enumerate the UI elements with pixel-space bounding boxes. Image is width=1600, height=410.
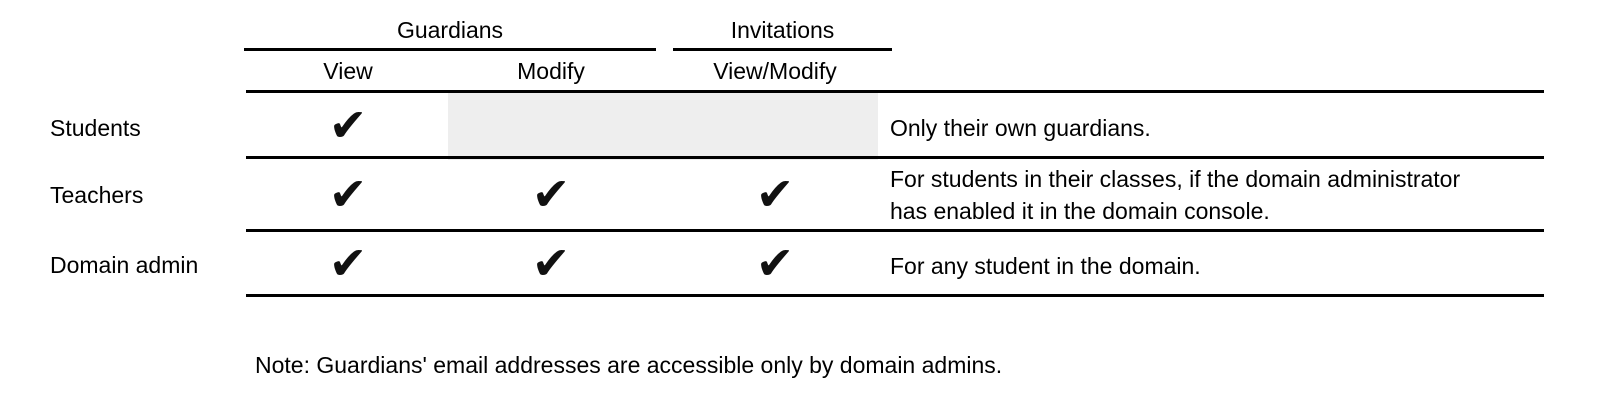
guardians-group-underline bbox=[244, 48, 656, 51]
column-group-invitations: Invitations bbox=[730, 17, 835, 43]
check-icon: ✔ bbox=[328, 236, 368, 290]
note-teachers: For students in their classes, if the do… bbox=[890, 166, 1461, 224]
header-divider-rule bbox=[246, 90, 1544, 93]
check-icon: ✔ bbox=[328, 167, 368, 221]
column-group-guardians: Guardians bbox=[396, 17, 504, 43]
domain-admin-row-divider-rule bbox=[246, 294, 1544, 297]
note-students: Only their own guardians. bbox=[890, 115, 1151, 141]
row-label-teachers: Teachers bbox=[50, 182, 144, 208]
footnote: Note: Guardians' email addresses are acc… bbox=[255, 352, 1003, 378]
check-icon: ✔ bbox=[755, 236, 795, 290]
students-row-divider-rule bbox=[246, 156, 1544, 159]
check-icon: ✔ bbox=[755, 167, 795, 221]
column-header-view: View bbox=[323, 58, 373, 84]
invitations-group-underline bbox=[673, 48, 892, 51]
row-label-domain-admin: Domain admin bbox=[50, 252, 199, 278]
column-header-modify: Modify bbox=[517, 58, 585, 84]
teachers-row-divider-rule bbox=[246, 229, 1544, 232]
row-label-students: Students bbox=[50, 115, 141, 141]
students-no-access-shading bbox=[448, 93, 878, 160]
check-icon: ✔ bbox=[531, 236, 571, 290]
column-header-view-modify: View/Modify bbox=[713, 58, 837, 84]
check-icon: ✔ bbox=[328, 98, 368, 152]
check-icon: ✔ bbox=[531, 167, 571, 221]
note-domain-admin: For any student in the domain. bbox=[890, 253, 1201, 279]
